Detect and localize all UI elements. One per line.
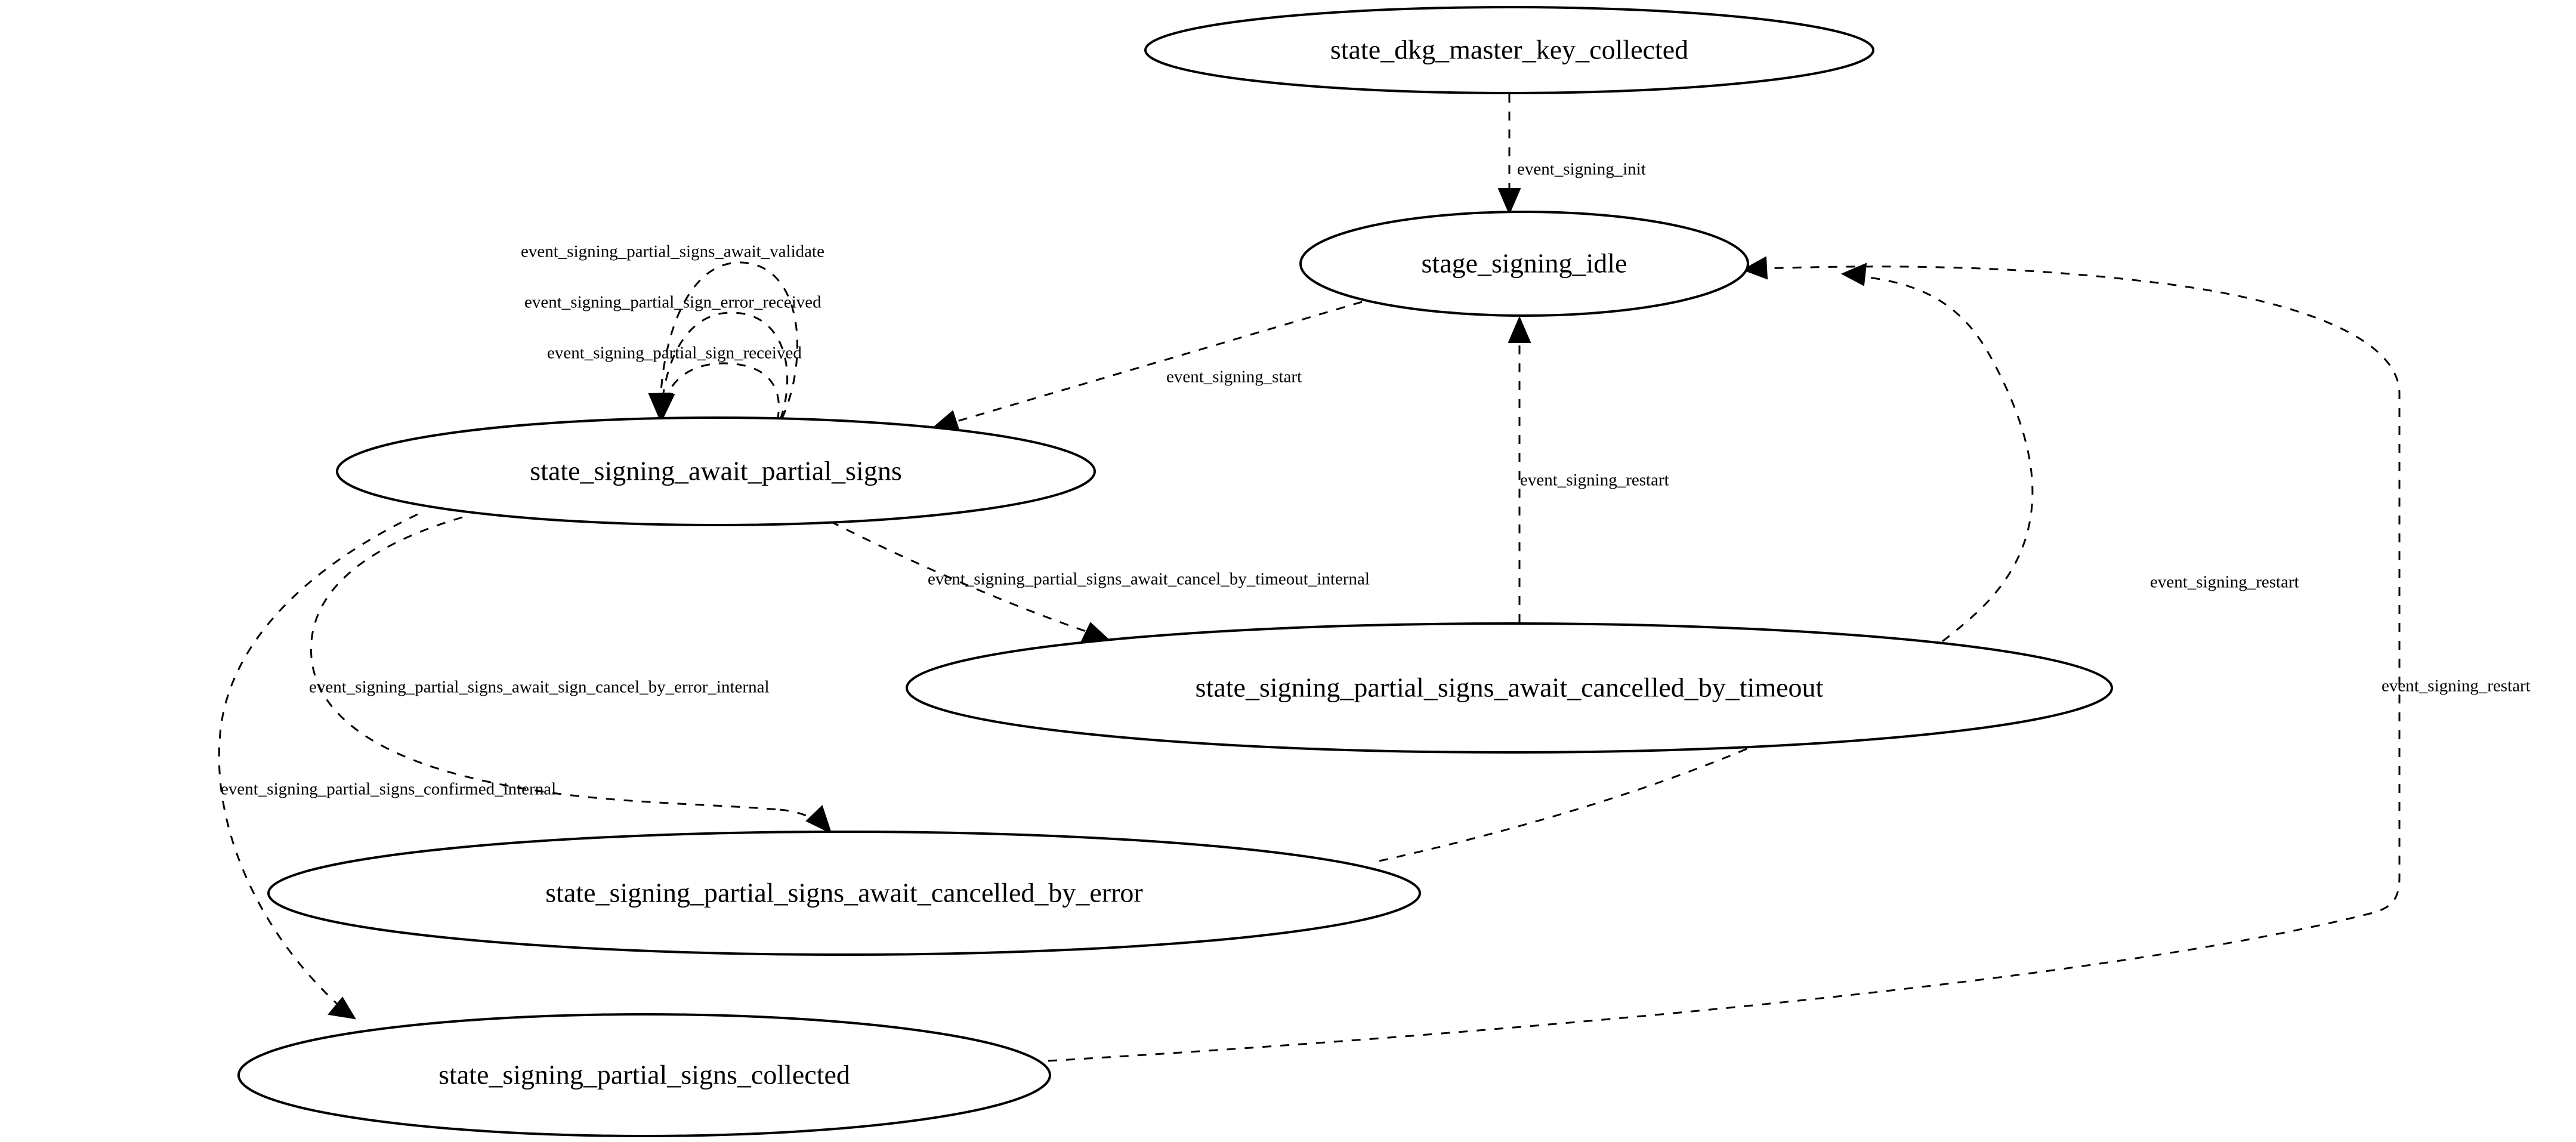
edge-path-restart-from-collected [1048, 266, 2401, 1062]
node-stage-signing-idle[interactable]: stage_signing_idle [1299, 211, 1749, 317]
edge-label-signing-start: event_signing_start [1166, 368, 1302, 387]
edge-confirmed-internal[interactable]: event_signing_partial_signs_confirmed_in… [218, 513, 556, 1020]
node-ellipse-signing-await-partial-signs [336, 416, 1096, 526]
node-label-partial-signs-collected: state_signing_partial_signs_collected [438, 1060, 850, 1090]
edge-self-sign-received[interactable]: event_signing_partial_sign_received [547, 344, 802, 421]
arrowhead-restart-from-error [1840, 263, 1867, 286]
node-state-dkg-master-key-collected[interactable]: state_dkg_master_key_collected [1144, 6, 1874, 94]
edge-label-signing-init: event_signing_init [1517, 160, 1646, 179]
arrowhead-restart-from-timeout [1508, 316, 1531, 343]
edge-path-restart-from-error [1379, 275, 2034, 862]
node-ellipse-partial-signs-collected [237, 1013, 1051, 1137]
arrowhead-signing-init [1497, 188, 1521, 215]
node-ellipse-cancelled-by-error [267, 831, 1421, 956]
edge-label-cancel-by-timeout: event_signing_partial_signs_await_cancel… [928, 570, 1370, 589]
arrowhead-restart-from-collected [1741, 256, 1768, 280]
edge-restart-from-timeout[interactable]: event_signing_restart [1508, 316, 1669, 623]
edge-group: event_signing_init event_signing_partial… [218, 94, 2531, 1062]
edge-label-restart-from-collected: event_signing_restart [2382, 677, 2531, 696]
edge-label-self-sign-received: event_signing_partial_sign_received [547, 344, 802, 363]
node-ellipse-dkg-master-key-collected [1144, 6, 1874, 94]
edge-self-sign-error-received[interactable]: event_signing_partial_sign_error_receive… [524, 293, 821, 421]
node-state-signing-partial-signs-await-cancelled-by-timeout[interactable]: state_signing_partial_signs_await_cancel… [906, 622, 2113, 754]
edge-label-restart-from-error: event_signing_restart [2150, 573, 2299, 592]
edge-event-signing-start[interactable]: event_signing_start [931, 301, 1363, 433]
node-label-stage-signing-idle: stage_signing_idle [1422, 248, 1627, 279]
edge-cancel-by-error[interactable]: event_signing_partial_signs_await_sign_c… [309, 516, 832, 834]
edge-label-restart-from-timeout: event_signing_restart [1520, 471, 1669, 490]
node-state-signing-await-partial-signs[interactable]: state_signing_await_partial_signs [336, 416, 1096, 526]
node-label-cancelled-by-error: state_signing_partial_signs_await_cancel… [545, 878, 1142, 908]
arrowhead-self-sign-received [651, 393, 675, 421]
edge-self-await-validate[interactable]: event_signing_partial_signs_await_valida… [521, 242, 824, 421]
node-state-signing-partial-signs-collected[interactable]: state_signing_partial_signs_collected [237, 1013, 1051, 1137]
node-label-signing-await-partial-signs: state_signing_await_partial_signs [530, 456, 901, 486]
edge-restart-from-error[interactable]: event_signing_restart [1379, 263, 2299, 862]
edge-label-self-await-validate: event_signing_partial_signs_await_valida… [521, 242, 824, 261]
node-ellipse-cancelled-by-timeout [906, 622, 2113, 754]
edge-path-self-sign-received [663, 362, 780, 421]
edge-path-confirmed-internal [218, 513, 418, 1008]
edge-label-self-sign-error-received: event_signing_partial_sign_error_receive… [524, 293, 821, 312]
edge-path-signing-start [950, 301, 1363, 424]
edge-restart-from-collected[interactable]: event_signing_restart [1048, 256, 2531, 1062]
edge-cancel-by-timeout[interactable]: event_signing_partial_signs_await_cancel… [830, 520, 1370, 644]
arrowhead-confirmed-internal [328, 996, 356, 1020]
node-label-dkg-master-key-collected: state_dkg_master_key_collected [1330, 35, 1688, 65]
edge-path-cancel-by-error-tail [779, 808, 829, 831]
edge-event-signing-init[interactable]: event_signing_init [1497, 94, 1646, 215]
edge-path-self-await-validate [659, 261, 798, 419]
edge-path-self-sign-error-received [661, 311, 789, 420]
arrowhead-cancel-by-error [805, 805, 832, 834]
node-group: state_dkg_master_key_collected stage_sig… [237, 6, 2113, 1137]
edge-path-cancel-by-error [310, 516, 780, 811]
edge-label-cancel-by-error: event_signing_partial_signs_await_sign_c… [309, 678, 770, 697]
node-state-signing-partial-signs-await-cancelled-by-error[interactable]: state_signing_partial_signs_await_cancel… [267, 831, 1421, 956]
node-label-cancelled-by-timeout: state_signing_partial_signs_await_cancel… [1196, 672, 1824, 703]
edge-label-confirmed-internal: event_signing_partial_signs_confirmed_in… [221, 780, 556, 799]
node-ellipse-stage-signing-idle [1299, 211, 1749, 317]
